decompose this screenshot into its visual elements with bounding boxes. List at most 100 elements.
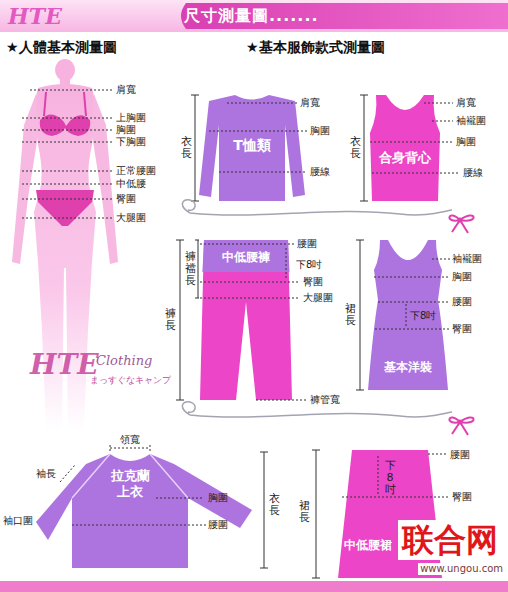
- measure-line: [156, 498, 204, 499]
- header-bar: [0, 0, 508, 32]
- measure-line: [370, 142, 453, 143]
- garment-node: T恤類: [197, 95, 307, 201]
- section-heading: ★基本服飾款式測量圖: [246, 39, 385, 55]
- bow-knot: [458, 420, 463, 425]
- measure-line: [200, 282, 300, 283]
- garment-outline: [200, 240, 292, 400]
- garment-outline: [36, 454, 252, 568]
- measure-label: 腰圍: [450, 449, 470, 461]
- measure-line: [372, 173, 460, 174]
- measure-line: [22, 184, 113, 185]
- bracket: [356, 240, 364, 390]
- measure-label: 腰線: [310, 166, 330, 178]
- measure-line: [432, 121, 453, 122]
- measure-line: [406, 304, 407, 327]
- watermark-logo: HTE: [30, 350, 99, 380]
- measure-label: 褲管寬: [310, 394, 340, 406]
- bow-knot: [458, 218, 463, 223]
- measure-label: 腰圍: [297, 238, 317, 250]
- measure-line: [200, 244, 294, 245]
- watermark: Clothing: [96, 353, 152, 368]
- measure-line: [375, 329, 450, 330]
- garment-name: 中低腰褲: [222, 250, 270, 265]
- garment-name: 基本洋裝: [384, 360, 432, 375]
- neck-width-line: [110, 445, 150, 451]
- measure-label: 腰圍: [208, 519, 228, 531]
- section-heading: ★人體基本測量圖: [6, 39, 117, 55]
- measure-label: 肩寬: [300, 97, 320, 109]
- measure-label: 領寬: [120, 434, 140, 446]
- garment-outline: [370, 95, 440, 201]
- measure-line: [342, 497, 450, 498]
- garment-name: 拉克蘭 上衣: [108, 468, 152, 501]
- measure-label: 臀圍: [452, 323, 472, 335]
- measure-label: 肩寬: [116, 84, 136, 96]
- measure-label: 袖襱圍: [452, 253, 482, 265]
- measure-line: [22, 199, 113, 200]
- measure-line: [30, 90, 113, 91]
- measure-label: 下胸圍: [116, 136, 146, 148]
- length-label: 衣長: [350, 136, 361, 160]
- divider-swirl: [182, 402, 473, 435]
- measure-label: 袖襱圍: [456, 115, 486, 127]
- ribbon-bow: [449, 215, 473, 233]
- measure-line: [424, 103, 453, 104]
- measure-line: [22, 171, 113, 172]
- measure-label: 正常腰圍: [116, 165, 156, 177]
- left-arm: [12, 94, 38, 264]
- page-title: 尺寸測量圖.......: [184, 6, 319, 26]
- bracket: [360, 95, 368, 201]
- measure-label: 袖口圍: [3, 515, 33, 527]
- measure-label: 胸圍: [208, 492, 228, 504]
- bracket: [195, 240, 199, 298]
- garment-outline: [199, 95, 305, 201]
- watermark: まっすぐなキャンプ: [90, 375, 171, 386]
- measure-label: 胸圍: [310, 125, 330, 137]
- measure-line: [209, 131, 307, 132]
- measure-label: 腰線: [463, 167, 483, 179]
- garment-node: 合身背心: [368, 95, 442, 201]
- measure-line: [432, 259, 450, 260]
- measure-line: [428, 454, 448, 455]
- measure-line: [22, 218, 113, 219]
- garment-name: 中低腰裙: [344, 538, 392, 553]
- measure-line: [22, 130, 113, 131]
- measure-label: 腰圍: [452, 296, 472, 308]
- measure-label: 胸圍: [452, 271, 472, 283]
- watermark: 联合网: [398, 520, 502, 560]
- measure-line: [256, 400, 307, 401]
- measure-line: [219, 172, 307, 173]
- footer-bar: [0, 581, 508, 592]
- tank-top-shape: [368, 95, 442, 201]
- body-figure: [12, 59, 118, 430]
- measure-label: 臀圍: [303, 276, 323, 288]
- measure-label: 臀圍: [116, 193, 136, 205]
- measure-label: 大腿圍: [303, 292, 333, 304]
- measure-line: [22, 142, 113, 143]
- measure-line: [286, 248, 287, 280]
- measure-label: 上胸圍: [116, 112, 146, 124]
- garment-outline: [368, 240, 448, 390]
- head: [55, 59, 75, 81]
- title-band: [181, 3, 508, 29]
- waistband: [202, 240, 289, 272]
- measure-label: 下8吋: [410, 310, 436, 322]
- ribbon-bow: [449, 417, 473, 435]
- length-label: 衣長: [181, 136, 192, 160]
- length-label: 下8吋: [385, 460, 396, 496]
- length-label: 裙長: [345, 303, 356, 327]
- measure-label: 下8吋: [296, 259, 322, 271]
- logo-text: HTE: [8, 4, 62, 28]
- length-label: 褲襠長: [185, 251, 196, 287]
- measure-label: 胸圍: [456, 136, 476, 148]
- measure-label: 袖長: [36, 468, 56, 480]
- bracket: [260, 452, 268, 568]
- divider-swirl: [182, 200, 473, 233]
- garment-node: 拉克蘭 上衣: [28, 452, 254, 568]
- bracket: [312, 450, 320, 578]
- measure-line: [72, 525, 206, 526]
- measure-line: [227, 103, 297, 104]
- watermark-url: www.ungou.com: [418, 563, 505, 575]
- garment-name: 合身背心: [379, 150, 431, 166]
- length-label: 褲長: [165, 308, 176, 332]
